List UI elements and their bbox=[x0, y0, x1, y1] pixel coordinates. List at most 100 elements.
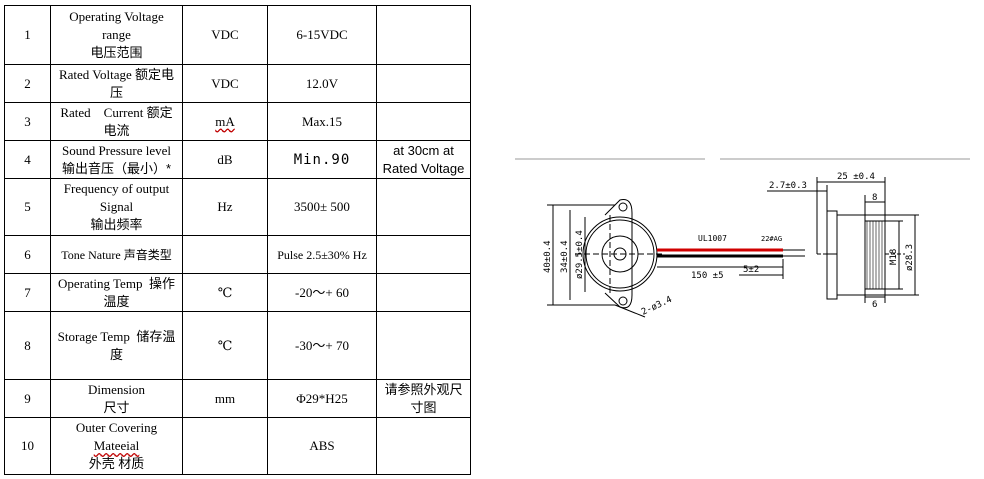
value-cell: 3500± 500 bbox=[267, 178, 377, 236]
dim-34-label: 34±0.4 bbox=[560, 240, 570, 273]
table-row: 1 Operating Voltage range 电压范围 VDC 6-15VD… bbox=[4, 5, 471, 65]
value-cell: 12.0V bbox=[267, 64, 377, 103]
side-flange bbox=[826, 210, 838, 300]
wire-type-label: UL1007 bbox=[698, 234, 727, 243]
leader-line bbox=[614, 304, 646, 318]
item-en-2: Mateeial bbox=[93, 438, 140, 453]
dim-6-label: 6 bbox=[872, 300, 877, 310]
item-cn: 尺寸 bbox=[103, 399, 130, 415]
wire-length-label: 150 ±5 bbox=[691, 271, 724, 281]
table-row: 5 Frequency of output Signal 输出频率 Hz 3500… bbox=[4, 178, 471, 236]
dim-29-label: ø29.5±0.4 bbox=[575, 230, 585, 279]
item-name: Operating Temp 操作温度 bbox=[50, 273, 183, 312]
note-cell bbox=[376, 273, 471, 312]
unit-cell: VDC bbox=[182, 64, 268, 103]
thread-lines bbox=[866, 221, 883, 289]
unit-cell: mA bbox=[182, 102, 268, 141]
table-row: 6 Tone Nature 声音类型 Pulse 2.5±30% Hz bbox=[4, 235, 471, 274]
item-cn: 电流 bbox=[103, 122, 130, 138]
row-number: 9 bbox=[4, 379, 51, 418]
item-name: Storage Temp 储存温度 bbox=[50, 311, 183, 380]
dim-40-label: 40±0.4 bbox=[543, 240, 553, 273]
row-number: 4 bbox=[4, 140, 51, 179]
value-cell: Φ29*H25 bbox=[267, 379, 377, 418]
row-number: 6 bbox=[4, 235, 51, 274]
row-number: 7 bbox=[4, 273, 51, 312]
unit-cell: ℃ bbox=[182, 311, 268, 380]
value-cell: ABS bbox=[267, 417, 377, 475]
value-cell: Max.15 bbox=[267, 102, 377, 141]
unit-cell bbox=[182, 235, 268, 274]
unit-cell: VDC bbox=[182, 5, 268, 65]
row-number: 5 bbox=[4, 178, 51, 236]
item-cn: 输出频率 bbox=[90, 217, 143, 232]
table-row: 4 Sound Pressure level 输出音压（最小）* dB Min.9… bbox=[4, 140, 471, 179]
item-en: Sound Pressure level bbox=[61, 142, 172, 158]
item-name: Rated Voltage 额定电压 bbox=[50, 64, 183, 103]
value-cell: Min.90 bbox=[267, 140, 377, 179]
table-row: 2 Rated Voltage 额定电压 VDC 12.0V bbox=[4, 64, 471, 103]
item-cn: 外壳 材质 bbox=[88, 456, 145, 471]
note-cell bbox=[376, 311, 471, 380]
mounting-flange bbox=[604, 199, 633, 309]
item-cn: 压 bbox=[109, 84, 123, 100]
value-cell: -20～+ 60 bbox=[267, 273, 377, 312]
item-name: Frequency of output Signal 输出频率 bbox=[50, 178, 183, 236]
item-cn: 电压范围 bbox=[90, 45, 143, 60]
item-name: Sound Pressure level 输出音压（最小）* bbox=[50, 140, 183, 179]
mounting-hole bbox=[618, 202, 628, 212]
mounting-hole bbox=[618, 296, 628, 306]
item-en: Tone Nature 声音类型 bbox=[61, 247, 172, 262]
value-cell: Pulse 2.5±30% Hz bbox=[267, 235, 377, 274]
note-cell: at 30cm at Rated Voltage bbox=[376, 140, 471, 179]
row-number: 3 bbox=[4, 102, 51, 141]
buzzer-dimension-drawing: 40±0.4 34±0.4 ø29.5±0.4 UL1007 22#AG 150… bbox=[515, 158, 970, 318]
strip-length-label: 5±2 bbox=[743, 265, 759, 275]
item-en: Operating Temp 操作 bbox=[58, 275, 175, 291]
wire-awg-label: 22#AG bbox=[761, 235, 782, 243]
note-cell bbox=[376, 417, 471, 475]
spec-table: 1 Operating Voltage range 电压范围 VDC 6-15VD… bbox=[4, 5, 471, 475]
side-body bbox=[836, 214, 866, 296]
note-cell: 请参照外观尺寸图 bbox=[376, 379, 471, 418]
note-cell bbox=[376, 178, 471, 236]
value-cell: 6-15VDC bbox=[267, 5, 377, 65]
unit-cell bbox=[182, 417, 268, 475]
unit-cell: Hz bbox=[182, 178, 268, 236]
unit-cell: mm bbox=[182, 379, 268, 418]
table-row: 3 Rated Current 额定电流 mA Max.15 bbox=[4, 102, 471, 141]
item-en: Rated Voltage 额定电 bbox=[58, 66, 175, 82]
pin-label: 2.7±0.3 bbox=[769, 181, 807, 191]
note-cell bbox=[376, 102, 471, 141]
note-cell bbox=[376, 64, 471, 103]
item-en: Storage Temp 储存温 bbox=[57, 328, 176, 344]
item-en: Operating Voltage range bbox=[69, 9, 164, 42]
unit-cell: dB bbox=[182, 140, 268, 179]
table-row: 8 Storage Temp 储存温度 ℃ -30～+ 70 bbox=[4, 311, 471, 380]
thread-label: M18 bbox=[889, 249, 899, 265]
unit-cell: ℃ bbox=[182, 273, 268, 312]
side-thread bbox=[864, 220, 886, 290]
item-name: Tone Nature 声音类型 bbox=[50, 235, 183, 274]
row-number: 1 bbox=[4, 5, 51, 65]
table-row: 7 Operating Temp 操作温度 ℃ -20～+ 60 bbox=[4, 273, 471, 312]
value-cell: -30～+ 70 bbox=[267, 311, 377, 380]
unit-text: mA bbox=[215, 113, 235, 129]
item-cn: 输出音压（最小）* bbox=[61, 160, 172, 176]
item-name: Rated Current 额定电流 bbox=[50, 102, 183, 141]
row-number: 8 bbox=[4, 311, 51, 380]
note-cell bbox=[376, 235, 471, 274]
dim-28-label: ø28.3 bbox=[905, 244, 915, 271]
item-en: Frequency of output Signal bbox=[63, 181, 170, 214]
row-number: 2 bbox=[4, 64, 51, 103]
note-cell bbox=[376, 5, 471, 65]
item-cn: 度 bbox=[109, 346, 123, 362]
item-en: Rated Current 额定 bbox=[60, 104, 173, 120]
dim-8-label: 8 bbox=[872, 193, 877, 203]
hole-label: 2-ø3.4 bbox=[640, 295, 674, 318]
item-name: Operating Voltage range 电压范围 bbox=[50, 5, 183, 65]
